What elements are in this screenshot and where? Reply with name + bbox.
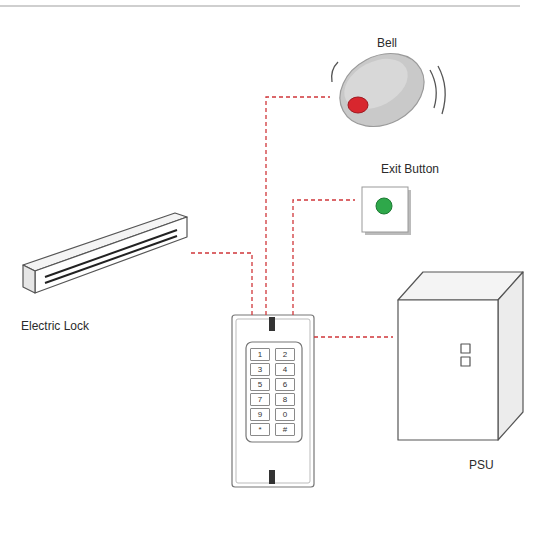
- dashed-wire: [190, 253, 252, 315]
- key-label: 7: [251, 395, 269, 405]
- key-label: 8: [276, 395, 294, 405]
- key-label: *: [251, 425, 269, 435]
- key-label: #: [276, 425, 294, 435]
- dashed-wire: [314, 337, 393, 338]
- key-label: 2: [276, 350, 294, 360]
- keypad-key: *: [250, 423, 270, 436]
- key-label: 6: [276, 380, 294, 390]
- key-label: 4: [276, 365, 294, 375]
- keypad-key: 2: [275, 348, 295, 361]
- bell-node: Bell: [330, 34, 445, 134]
- keypad-node: 1234567890 * #: [232, 315, 314, 487]
- keypad-key: 9: [250, 408, 270, 421]
- keypad-key: #: [275, 423, 295, 436]
- key-label: 3: [251, 365, 269, 375]
- part-label: Exit Button: [381, 162, 439, 176]
- keypad-key: 6: [275, 378, 295, 391]
- key-label: 0: [276, 410, 294, 420]
- keypad-illustration: [232, 315, 314, 487]
- psu-node: PSU: [393, 262, 528, 476]
- dashed-wire: [293, 200, 355, 315]
- exit-button-illustration: [362, 187, 411, 235]
- keypad-key: 3: [250, 363, 270, 376]
- key-label: 5: [251, 380, 269, 390]
- electric-lock-node: Electric Lock: [15, 205, 190, 337]
- exit-button-node: Exit Button: [355, 160, 465, 236]
- psu-illustration: [398, 272, 523, 440]
- keypad-key: 5: [250, 378, 270, 391]
- keypad-key: 0: [275, 408, 295, 421]
- part-label: Bell: [377, 36, 397, 50]
- top-rule: [0, 5, 520, 7]
- keypad-key: 1: [250, 348, 270, 361]
- key-label: 1: [251, 350, 269, 360]
- keypad-key: 8: [275, 393, 295, 406]
- part-label: Electric Lock: [21, 319, 89, 333]
- keypad-key: 7: [250, 393, 270, 406]
- bell-illustration: [327, 39, 445, 140]
- part-label: PSU: [469, 458, 494, 472]
- key-label: 9: [251, 410, 269, 420]
- dashed-wire: [266, 97, 330, 315]
- keypad-key: 4: [275, 363, 295, 376]
- electric-lock-illustration: [23, 213, 187, 293]
